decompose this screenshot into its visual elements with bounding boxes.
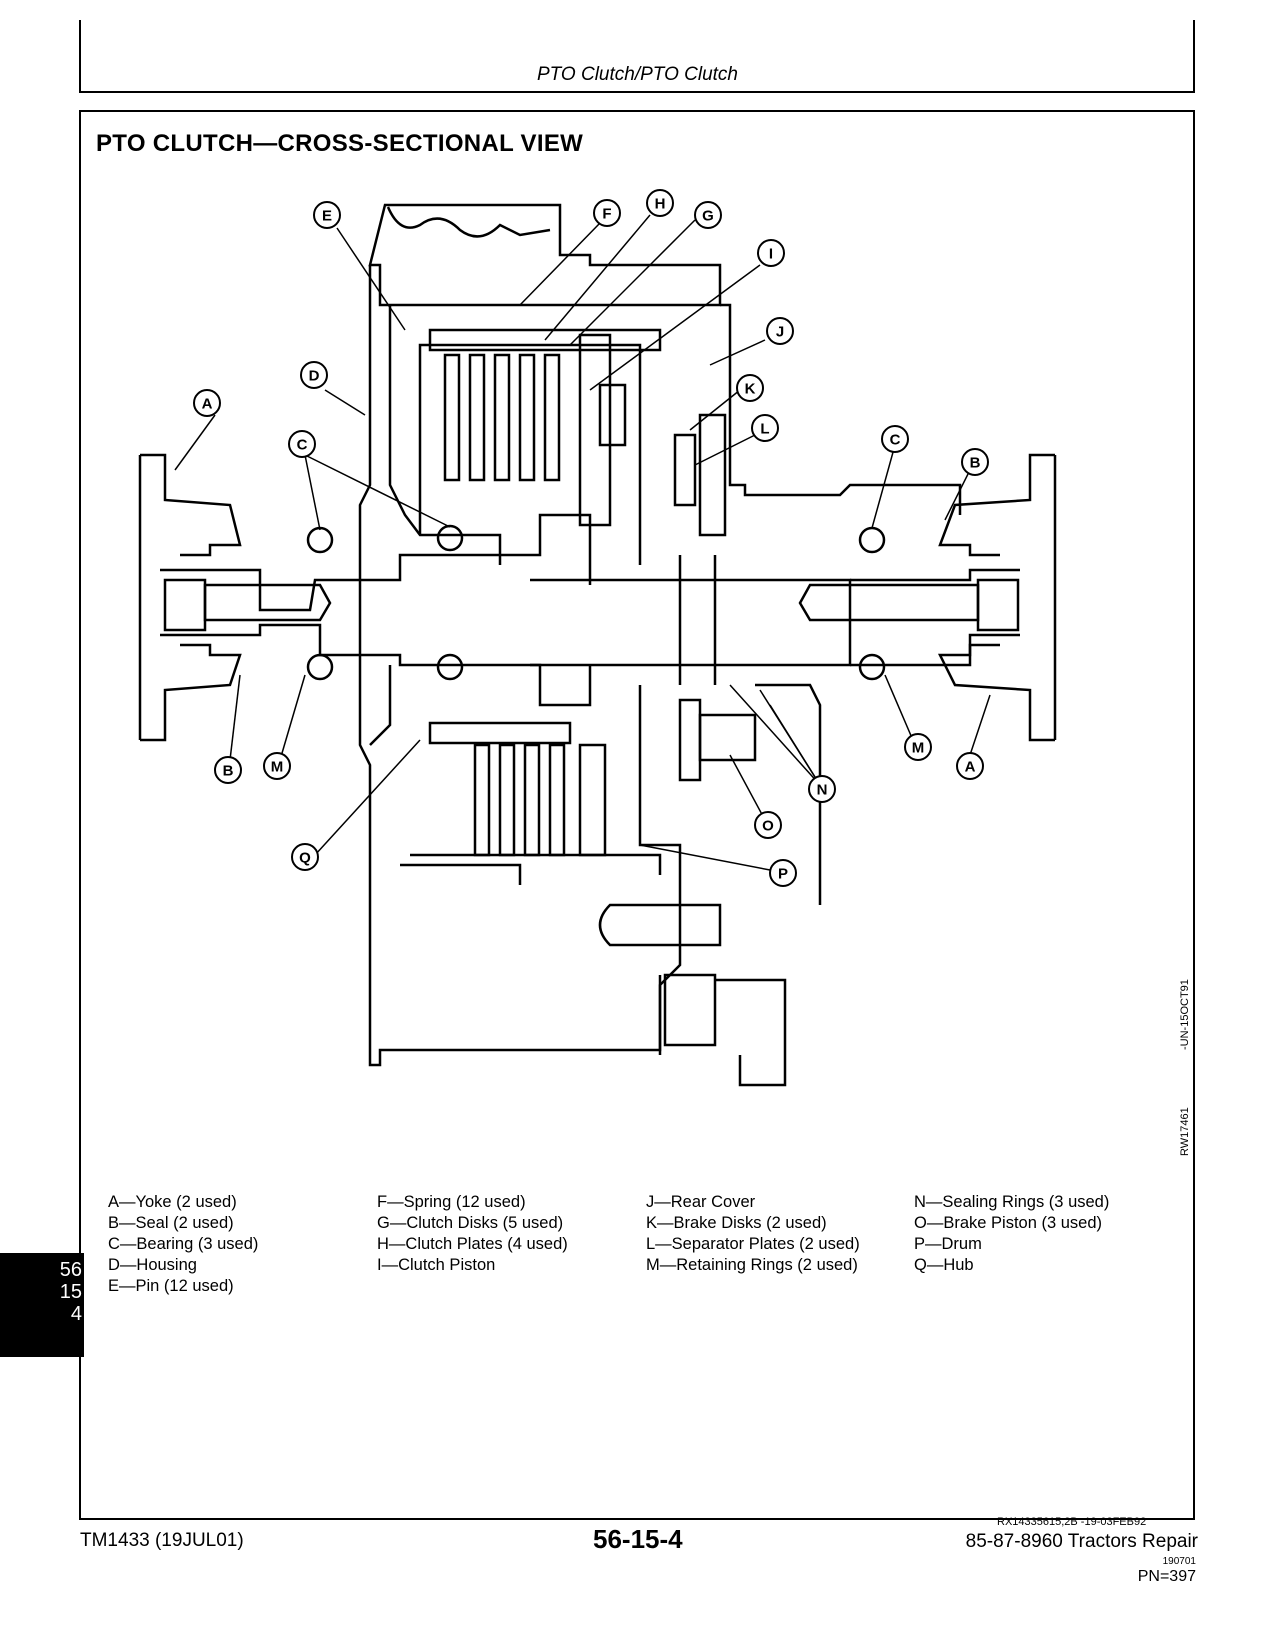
image-code-date: -UN-15OCT91 [1179,979,1191,1050]
legend-item: J—Rear Cover [646,1193,756,1211]
callout-n-label: N [817,782,828,799]
legend-item: M—Retaining Rings (2 used) [646,1256,858,1274]
footer-manual-id: TM1433 (19JUL01) [80,1530,244,1551]
legend-item: B—Seal (2 used) [108,1214,234,1232]
legend-column-2: F—Spring (12 used) G—Clutch Disks (5 use… [377,1192,568,1276]
tab-section: 15 [59,1281,82,1303]
footer-date: 190701 [1162,1556,1196,1567]
callout-o-circle [754,811,782,839]
callout-g-label: G [702,208,714,225]
callout-d-label: D [309,368,320,385]
legend-item: F—Spring (12 used) [377,1193,526,1211]
section-title: PTO CLUTCH—CROSS-SECTIONAL VIEW [96,130,584,157]
legend-item: L—Separator Plates (2 used) [646,1235,860,1253]
callout-f-label: F [602,206,611,223]
callout-k-label: K [745,381,756,398]
callout-e-label: E [322,208,332,225]
footer-pn: PN=397 [1137,1568,1196,1585]
callout-b-right-label: B [970,455,981,472]
callout-h-circle [646,189,674,217]
callout-f-circle [593,199,621,227]
callout-a-left-label: A [202,396,213,413]
callout-g-circle [694,201,722,229]
callout-b-left-circle [214,756,242,784]
callout-o-label: O [762,818,774,835]
tab-group: 56 [59,1259,82,1281]
callout-a-left-circle [193,389,221,417]
callout-p-label: P [778,866,788,883]
legend-column-4: N—Sealing Rings (3 used) O—Brake Piston … [914,1192,1109,1276]
callout-c-left-label: C [297,437,308,454]
callout-d-circle [300,361,328,389]
section-tab: 56 15 4 [0,1253,84,1357]
callout-j-circle [766,317,794,345]
reference-code: RX14335615,2B -19-03FEB92 [997,1516,1147,1528]
legend-item: P—Drum [914,1235,982,1253]
callout-m-right-circle [904,733,932,761]
legend-item: A—Yoke (2 used) [108,1193,237,1211]
callout-a-right-circle [956,752,984,780]
footer-page-number: 56-15-4 [593,1524,683,1554]
image-code-number: RW17461 [1179,1107,1191,1156]
footer-title: 85-87-8960 Tractors Repair [965,1531,1198,1552]
legend-column-1: A—Yoke (2 used) B—Seal (2 used) C—Bearin… [108,1192,258,1297]
header-bottom-rule [79,91,1195,93]
legend-column-3: J—Rear Cover K—Brake Disks (2 used) L—Se… [646,1192,860,1276]
callout-b-left-label: B [223,763,234,780]
callout-i-circle [757,239,785,267]
pto-clutch-diagram: E F H G I J K L D A C C B B M M A N O P … [138,189,1057,1087]
header-right-rule [1193,20,1195,92]
legend-item: C—Bearing (3 used) [108,1235,259,1253]
legend-item: I—Clutch Piston [377,1256,496,1274]
callout-q-label: Q [299,850,311,867]
callout-l-label: L [760,421,769,438]
callout-a-right-label: A [965,759,976,776]
image-codes: -UN-15OCT91 RW17461 [1177,979,1197,1160]
legend-item: H—Clutch Plates (4 used) [377,1235,568,1253]
callout-e-circle [313,201,341,229]
callout-k-circle [736,374,764,402]
callout-h-label: H [655,196,666,213]
legend-item: E—Pin (12 used) [108,1277,234,1295]
callout-c-left-circle [288,430,316,458]
callout-n-circle [808,775,836,803]
callout-c-right-circle [881,425,909,453]
callout-m-left-circle [263,752,291,780]
callout-p-circle [769,859,797,887]
callout-i-label: I [769,246,773,263]
callout-j-label: J [776,324,784,341]
page-header-title: PTO Clutch/PTO Clutch [537,64,738,85]
legend-item: D—Housing [108,1256,197,1274]
legend-item: K—Brake Disks (2 used) [646,1214,827,1232]
legend-item: Q—Hub [914,1256,974,1274]
callout-l-circle [751,414,779,442]
callout-m-left-label: M [271,759,284,776]
content-frame [79,110,1195,1520]
callout-c-right-label: C [890,432,901,449]
header-left-rule [79,20,81,92]
legend-item: O—Brake Piston (3 used) [914,1214,1102,1232]
tab-page: 4 [70,1303,82,1325]
legend-item: G—Clutch Disks (5 used) [377,1214,564,1232]
callout-b-right-circle [961,448,989,476]
callout-q-circle [291,843,319,871]
legend-item: N—Sealing Rings (3 used) [914,1193,1110,1211]
callout-m-right-label: M [912,740,925,757]
